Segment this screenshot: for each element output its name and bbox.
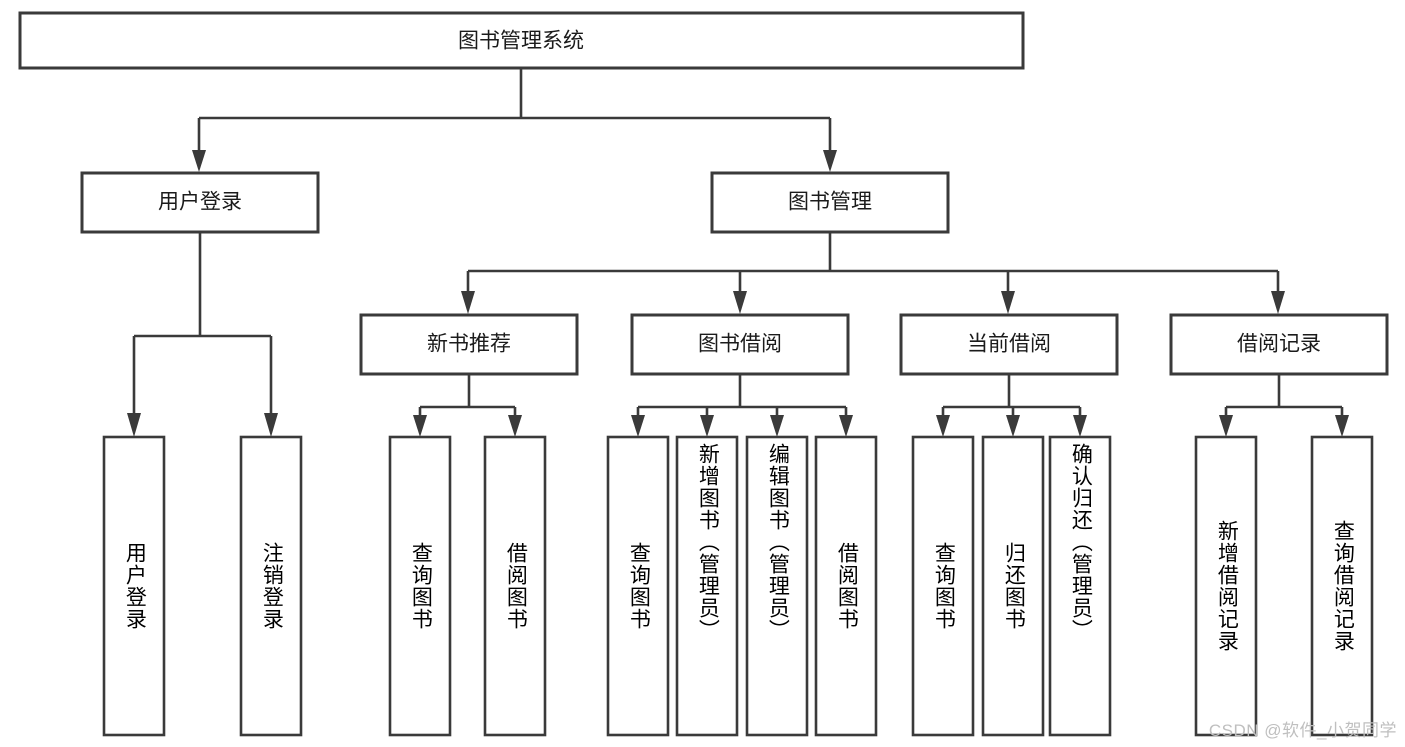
connector-book-borrow-to-leaves [631,374,853,437]
leaf-box-query-book-2[interactable] [606,435,670,737]
root-label: 图书管理系统 [458,30,584,53]
arrow-head-icon [1001,291,1015,314]
node-root[interactable]: 图书管理系统 [18,11,1025,70]
node-new-book-recommend[interactable]: 新书推荐 [359,313,579,376]
arrow-head-icon [770,415,784,437]
arrow-head-icon [700,415,714,437]
leaf-box-user-login[interactable] [102,435,166,737]
borrow-record-label: 借阅记录 [1237,333,1321,356]
arrow-head-icon [1271,291,1285,314]
current-borrow-label: 当前借阅 [967,333,1051,356]
user-login-label: 用户登录 [158,191,242,214]
leaf-box-add-book[interactable] [675,435,739,737]
node-book-borrow[interactable]: 图书借阅 [630,313,850,376]
arrow-head-icon [631,415,645,437]
arrow-head-icon [1335,415,1349,437]
arrow-head-icon [1073,415,1087,437]
node-book-management[interactable]: 图书管理 [710,171,950,234]
arrow-head-icon [413,415,427,437]
arrow-head-icon [936,415,950,437]
new-book-recommend-label: 新书推荐 [427,333,511,356]
connector-user-login-to-leaves [127,232,278,437]
root-box[interactable] [18,11,1025,70]
arrow-head-icon [1219,415,1233,437]
arrow-head-icon [839,415,853,437]
node-borrow-record[interactable]: 借阅记录 [1169,313,1389,376]
leaf-box-borrow-book-2[interactable] [814,435,878,737]
arrow-head-icon [264,413,278,437]
arrow-head-icon [733,291,747,314]
arrow-head-icon [823,150,837,172]
leaf-box-edit-book[interactable] [745,435,809,737]
book-management-label: 图书管理 [788,191,872,214]
arrow-head-icon [1006,415,1020,437]
book-borrow-label: 图书借阅 [698,333,782,356]
connector-book-management-to-level3 [461,232,1285,314]
arrow-head-icon [508,415,522,437]
leaf-box-add-record[interactable] [1194,435,1258,737]
arrow-head-icon [127,413,141,437]
node-user-login[interactable]: 用户登录 [80,171,320,234]
connector-borrow-record-to-leaves [1219,374,1349,437]
csdn-watermark: CSDN @软件_小贺同学 [1208,721,1397,740]
leaf-box-return-book[interactable] [981,435,1045,737]
connector-new-book-recommend-to-leaves [413,374,522,437]
new-book-recommend-box[interactable] [359,313,579,376]
leaf-box-confirm-return[interactable] [1048,435,1112,737]
leaf-box-logout[interactable] [239,435,303,737]
arrow-head-icon [461,291,475,314]
user-login-box[interactable] [80,171,320,234]
connector-root-to-level2 [192,68,837,172]
arrow-head-icon [192,150,206,172]
leaf-box-query-record[interactable] [1310,435,1374,737]
leaf-box-query-book-1[interactable] [388,435,452,737]
connector-current-borrow-to-leaves [936,374,1087,437]
leaf-box-borrow-book-1[interactable] [483,435,547,737]
leaf-box-query-book-3[interactable] [911,435,975,737]
node-current-borrow[interactable]: 当前借阅 [899,313,1119,376]
current-borrow-box[interactable] [899,313,1119,376]
